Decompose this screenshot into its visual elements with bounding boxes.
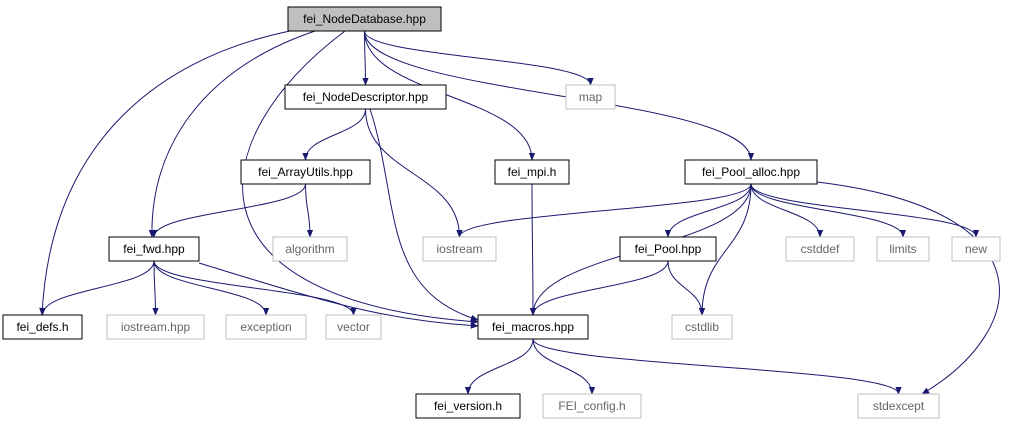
node-map: map xyxy=(565,84,616,110)
node-box xyxy=(565,84,616,110)
node-vector: vector xyxy=(325,314,382,340)
node-stdexcept: stdexcept xyxy=(857,393,940,419)
node-label: fei_fwd.hpp xyxy=(123,242,185,256)
edge-nodedesc-to-arrayutils xyxy=(302,108,366,161)
node-cstdlib: cstdlib xyxy=(671,314,733,340)
node-box xyxy=(225,314,307,340)
node-pool[interactable]: fei_Pool.hpp xyxy=(619,236,717,262)
edge-macros-to-stdexcept xyxy=(532,338,902,395)
node-arrayutils[interactable]: fei_ArrayUtils.hpp xyxy=(240,159,371,185)
edge-poolalloc-to-stdexcept xyxy=(816,181,1000,395)
edge-pool-to-cstdlib xyxy=(667,260,706,316)
node-box xyxy=(415,393,521,419)
node-label: fei_macros.hpp xyxy=(492,320,574,334)
node-label: iostream xyxy=(436,242,482,256)
node-algorithm: algorithm xyxy=(272,236,348,262)
nodes-layer: fei_NodeDatabase.hpp fei_NodeDescriptor.h… xyxy=(2,6,1001,419)
node-label: new xyxy=(965,242,987,256)
edge-fwd-to-exception xyxy=(153,260,270,316)
edge-fwd-to-defs xyxy=(39,260,155,316)
node-nodedesc[interactable]: fei_NodeDescriptor.hpp xyxy=(284,84,447,110)
node-label: fei_defs.h xyxy=(16,320,68,334)
node-macros[interactable]: fei_macros.hpp xyxy=(477,314,589,340)
edge-pool-to-macros xyxy=(529,260,669,316)
node-label: fei_NodeDescriptor.hpp xyxy=(303,90,429,104)
node-box xyxy=(542,393,642,419)
node-label: fei_ArrayUtils.hpp xyxy=(258,165,353,179)
edge-fwd-to-vector xyxy=(153,260,357,316)
node-label: iostream.hpp xyxy=(121,320,191,334)
node-mpi[interactable]: fei_mpi.h xyxy=(494,159,570,185)
node-box xyxy=(684,159,818,185)
node-iostreamhpp: iostream.hpp xyxy=(106,314,205,340)
edge-arrayutils-to-fwd xyxy=(150,183,306,238)
node-limits: limits xyxy=(876,236,930,262)
node-label: fei_Pool_alloc.hpp xyxy=(702,165,800,179)
node-box xyxy=(240,159,371,185)
node-label: stdexcept xyxy=(873,399,925,413)
node-poolalloc[interactable]: fei_Pool_alloc.hpp xyxy=(684,159,818,185)
node-label: exception xyxy=(240,320,291,334)
node-box xyxy=(284,84,447,110)
edge-nodedb-to-mpi xyxy=(364,30,536,161)
edge-poolalloc-to-cstddef xyxy=(750,183,824,238)
node-box xyxy=(287,6,442,32)
node-box xyxy=(422,236,497,262)
edge-nodedb-to-poolalloc xyxy=(364,30,755,161)
node-box xyxy=(785,236,855,262)
node-box xyxy=(619,236,717,262)
edges-layer xyxy=(39,30,1000,395)
edge-nodedesc-to-macros xyxy=(369,108,479,321)
node-cstddef: cstddef xyxy=(785,236,855,262)
edge-poolalloc-to-cstdlib xyxy=(698,183,752,316)
node-label: vector xyxy=(337,320,370,334)
node-version[interactable]: fei_version.h xyxy=(415,393,521,419)
node-label: FEI_config.h xyxy=(558,399,625,413)
node-box xyxy=(951,236,1001,262)
node-box xyxy=(106,314,205,340)
node-feiconfig: FEI_config.h xyxy=(542,393,642,419)
node-box xyxy=(272,236,348,262)
node-exception: exception xyxy=(225,314,307,340)
node-label: fei_NodeDatabase.hpp xyxy=(303,12,426,26)
node-label: cstdlib xyxy=(685,320,719,334)
node-box xyxy=(325,314,382,340)
edge-fwd-to-iostreamhpp xyxy=(152,260,159,316)
node-new: new xyxy=(951,236,1001,262)
node-label: fei_mpi.h xyxy=(508,165,557,179)
node-box xyxy=(671,314,733,340)
edge-fwd-to-macros xyxy=(198,262,479,329)
edge-nodedb-to-defs xyxy=(39,30,291,316)
node-box xyxy=(876,236,930,262)
edge-nodedesc-to-iostream xyxy=(365,108,463,238)
edge-nodedb-to-map xyxy=(364,30,594,86)
node-iostream: iostream xyxy=(422,236,497,262)
node-label: map xyxy=(579,90,603,104)
node-label: fei_Pool.hpp xyxy=(635,242,702,256)
node-label: limits xyxy=(889,242,916,256)
node-box xyxy=(494,159,570,185)
edge-nodedb-to-fwd xyxy=(148,30,316,238)
edge-arrayutils-to-algorithm xyxy=(305,183,314,238)
node-box xyxy=(857,393,940,419)
edge-macros-to-version xyxy=(464,338,534,395)
edge-poolalloc-to-limits xyxy=(750,183,907,238)
node-nodedb: fei_NodeDatabase.hpp xyxy=(287,6,442,32)
node-label: fei_version.h xyxy=(434,399,502,413)
node-label: cstddef xyxy=(801,242,840,256)
edge-mpi-to-macros xyxy=(529,183,537,316)
node-defs[interactable]: fei_defs.h xyxy=(2,314,83,340)
edge-poolalloc-to-iostream xyxy=(456,183,752,238)
node-label: algorithm xyxy=(285,242,334,256)
edge-nodedb-to-macros xyxy=(242,30,479,325)
node-fwd[interactable]: fei_fwd.hpp xyxy=(108,236,200,262)
node-box xyxy=(2,314,83,340)
edge-poolalloc-to-pool xyxy=(664,183,752,238)
edge-poolalloc-to-new xyxy=(750,183,980,238)
node-box xyxy=(477,314,589,340)
edge-macros-to-feiconfig xyxy=(532,338,596,395)
node-box xyxy=(108,236,200,262)
